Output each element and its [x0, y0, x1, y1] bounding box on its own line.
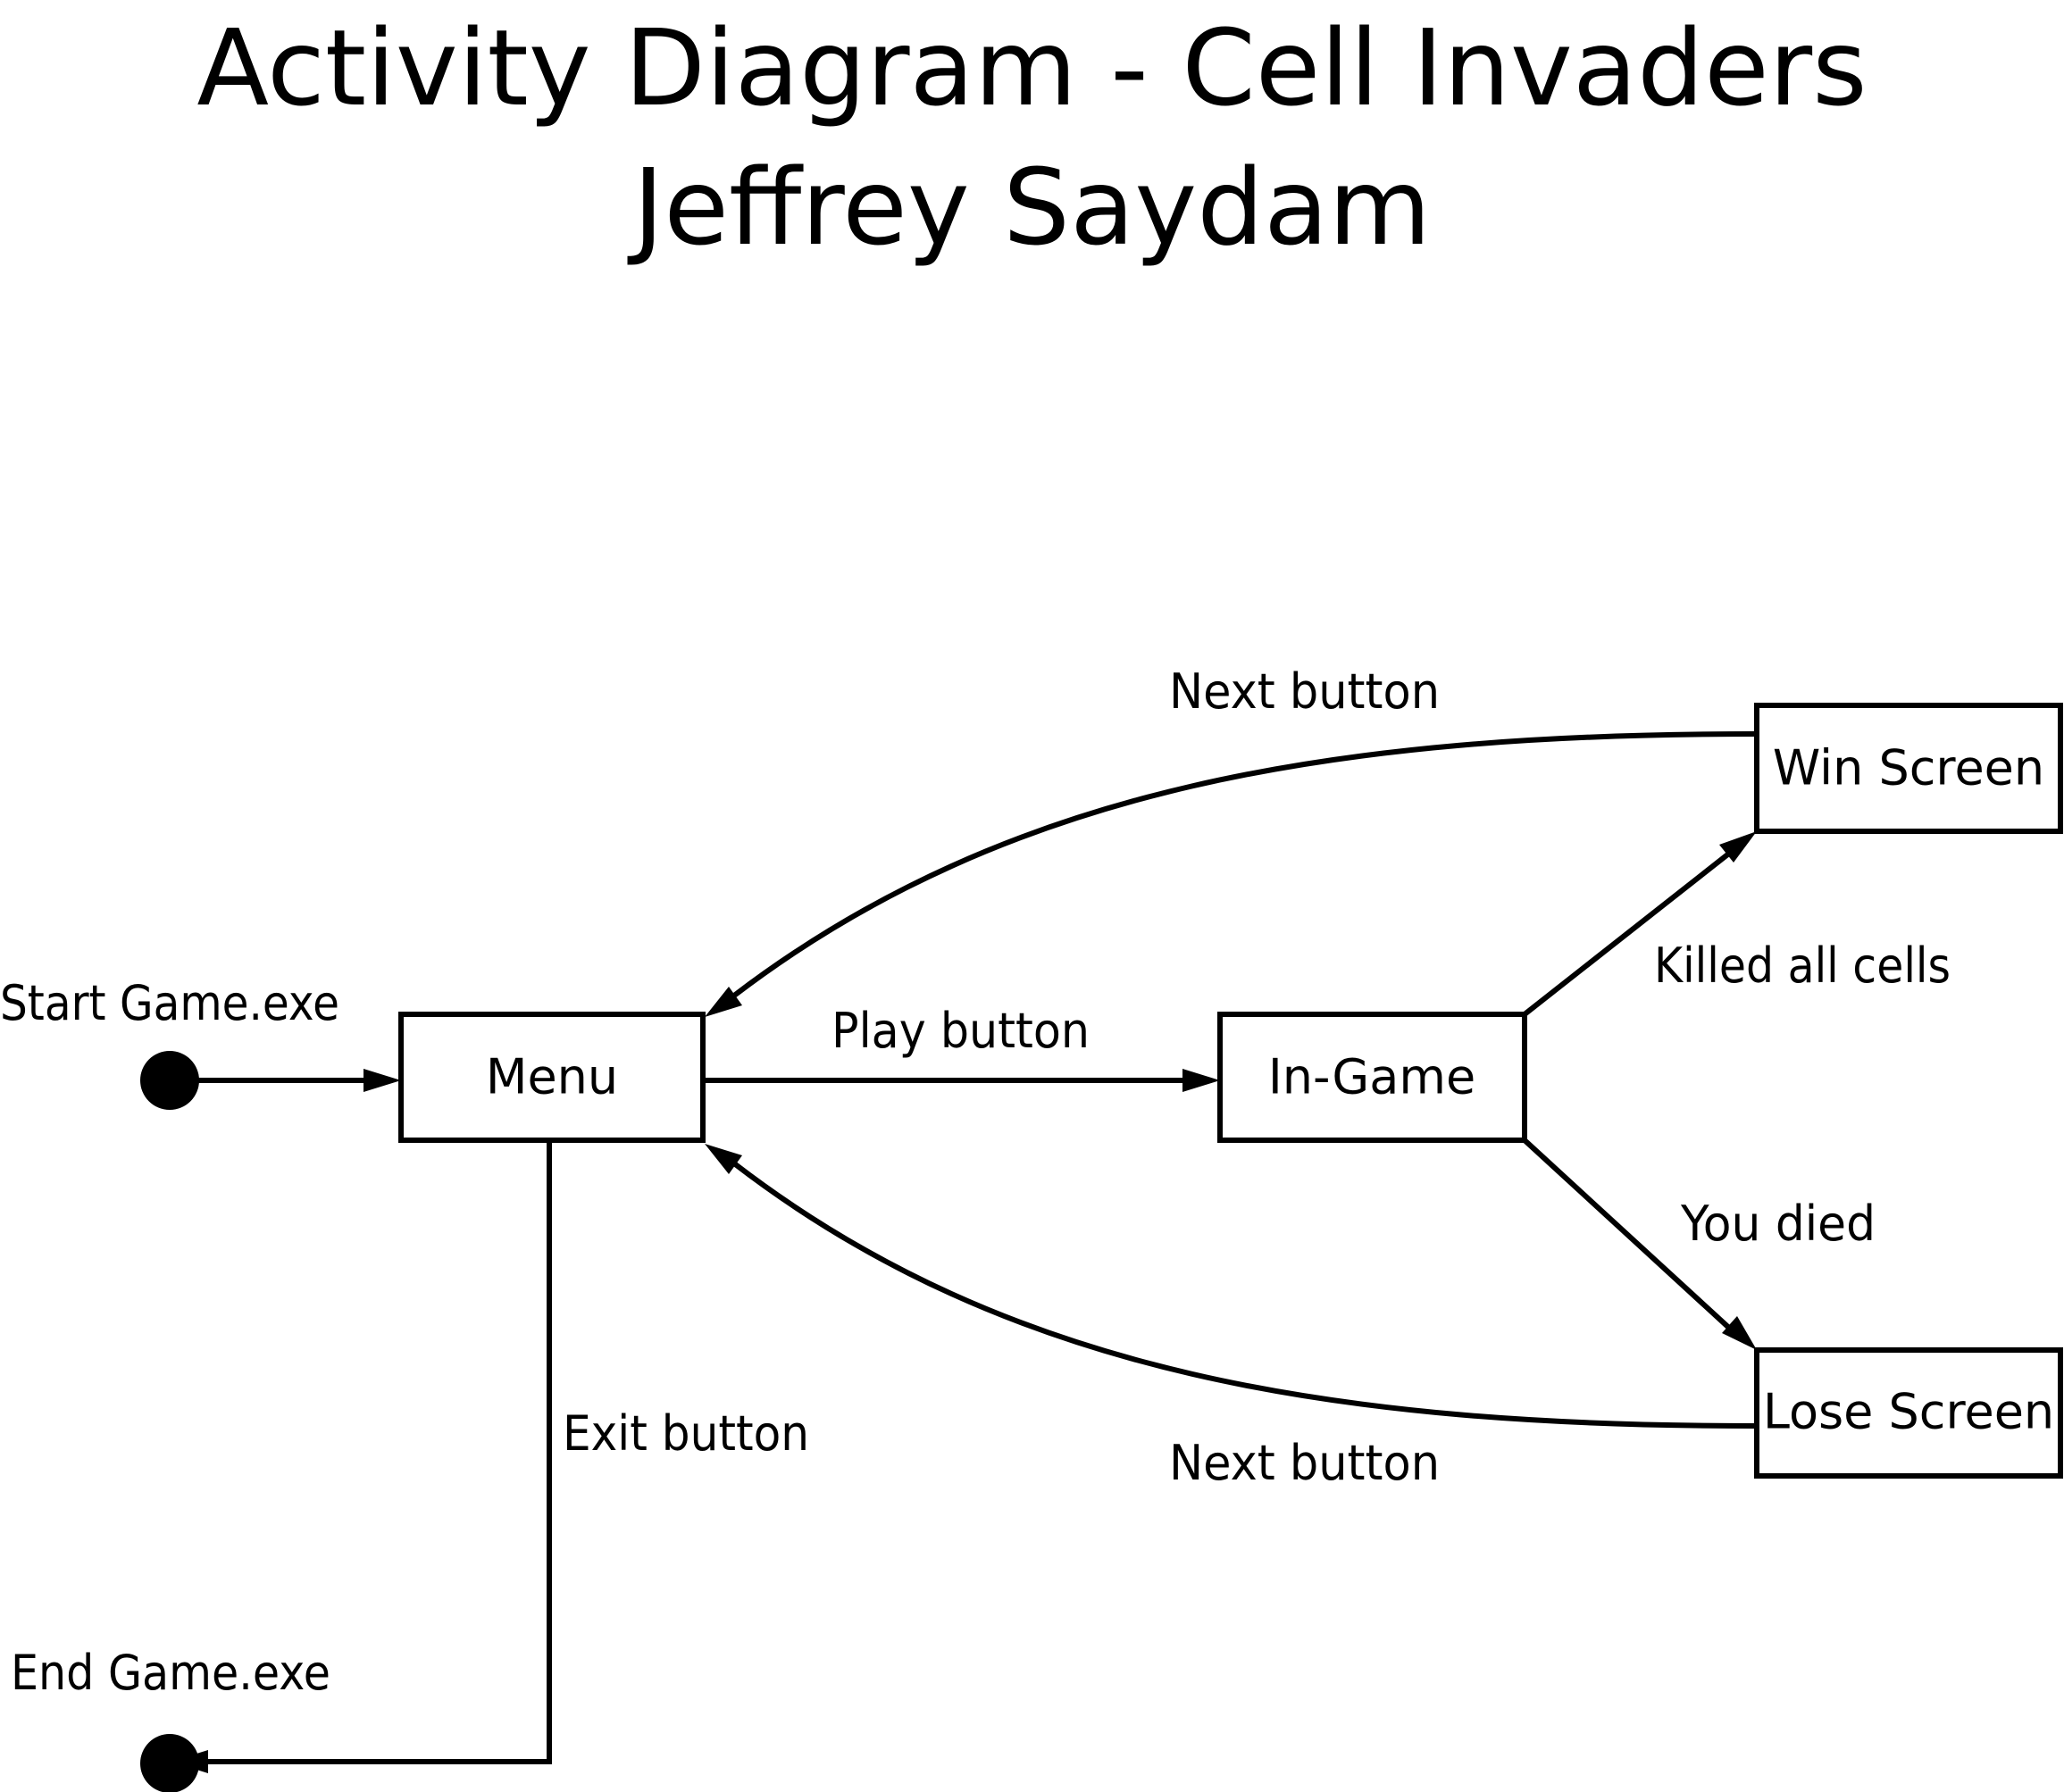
- node-lose-screen: [1754, 1347, 2063, 1479]
- edge-killed-all-cells: [1523, 850, 1732, 1017]
- edge-label-killed-all-cells: Killed all cells: [1654, 938, 1951, 994]
- arrowhead-you-died: [1722, 1316, 1757, 1350]
- arrowhead-next-from-win: [705, 987, 742, 1017]
- edge-label-next-from-win: Next button: [1169, 663, 1440, 720]
- node-lose-screen-label: Lose Screen: [1763, 1384, 2054, 1440]
- end-node: [140, 1734, 199, 1792]
- node-in-game-label: In-Game: [1268, 1049, 1475, 1105]
- node-win-screen-label: Win Screen: [1773, 740, 2044, 796]
- node-menu-label: Menu: [486, 1049, 618, 1105]
- edge-label-exit-button: Exit button: [563, 1405, 809, 1462]
- arrowhead-play-button: [1182, 1069, 1220, 1092]
- edge-label-next-from-lose: Next button: [1169, 1435, 1440, 1491]
- edge-next-from-lose: [732, 1161, 1758, 1429]
- node-menu: [398, 1012, 706, 1143]
- end-label: End Game.exe: [11, 1645, 330, 1701]
- edge-label-play-button: Play button: [831, 1003, 1090, 1059]
- edge-exit-button: [204, 1140, 552, 1764]
- edge-you-died: [1522, 1138, 1734, 1332]
- diagram-author: Jeffrey Saydam: [632, 146, 1432, 269]
- diagram-title: Activity Diagram - Cell Invaders: [196, 6, 1868, 129]
- arrowhead-killed-all-cells: [1719, 831, 1757, 863]
- edge-next-from-win: [732, 731, 1758, 998]
- arrowhead-next-from-lose: [705, 1144, 742, 1174]
- start-label: Start Game.exe: [0, 975, 339, 1031]
- node-in-game: [1217, 1012, 1527, 1143]
- start-node: [140, 1051, 199, 1110]
- arrowhead-start-to-menu: [363, 1069, 401, 1092]
- node-win-screen: [1754, 703, 2063, 834]
- edge-label-you-died: You died: [1680, 1196, 1876, 1252]
